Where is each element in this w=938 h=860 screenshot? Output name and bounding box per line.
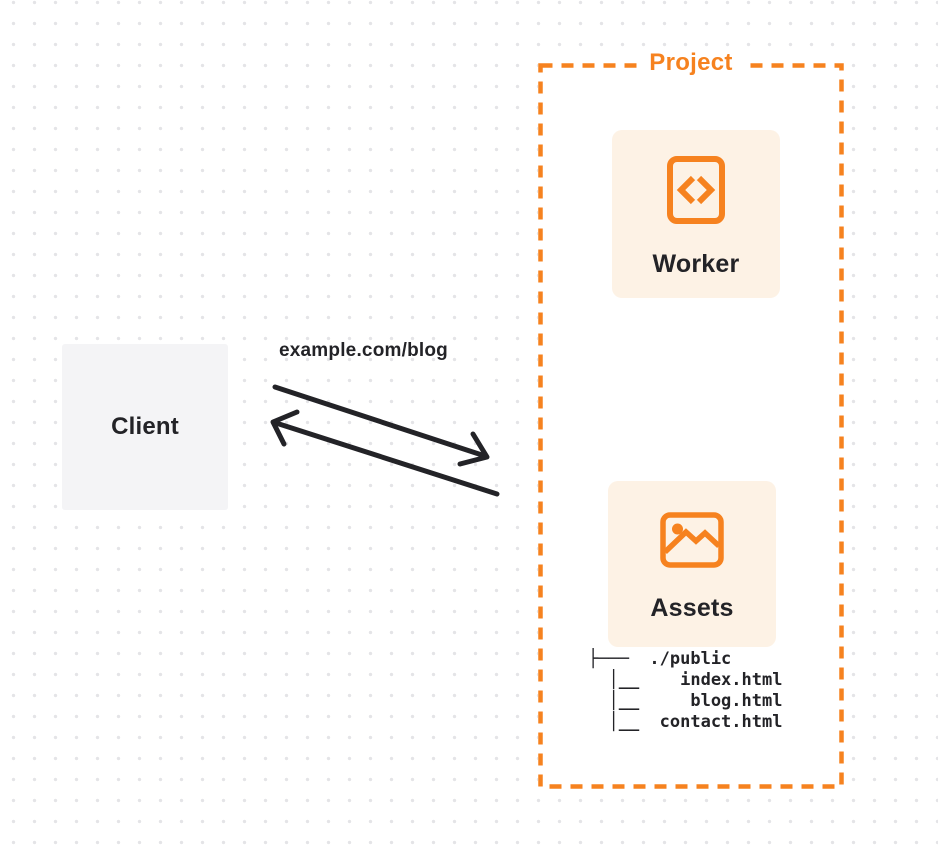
arrow-client-to-project-shaft (272, 384, 488, 459)
worker-label: Worker (652, 250, 740, 278)
project-label: Project (639, 49, 743, 77)
assets-label: Assets (650, 594, 734, 622)
image-icon (660, 512, 724, 568)
client-node: Client (62, 344, 228, 510)
assets-file-tree: ├─── ./public │__ index.html │__ blog.ht… (588, 649, 783, 732)
arrow-project-to-client-head (270, 409, 300, 447)
request-url-label: example.com/blog (279, 340, 448, 361)
code-file-icon (667, 156, 725, 224)
arrow-client-to-project-head (457, 431, 490, 467)
worker-node: Worker (612, 130, 780, 298)
project-group: Project Worker Assets ├─── ./public │__ … (538, 49, 844, 789)
assets-node: Assets (608, 481, 776, 647)
client-label: Client (111, 413, 179, 440)
arrow-project-to-client-shaft (273, 420, 500, 497)
